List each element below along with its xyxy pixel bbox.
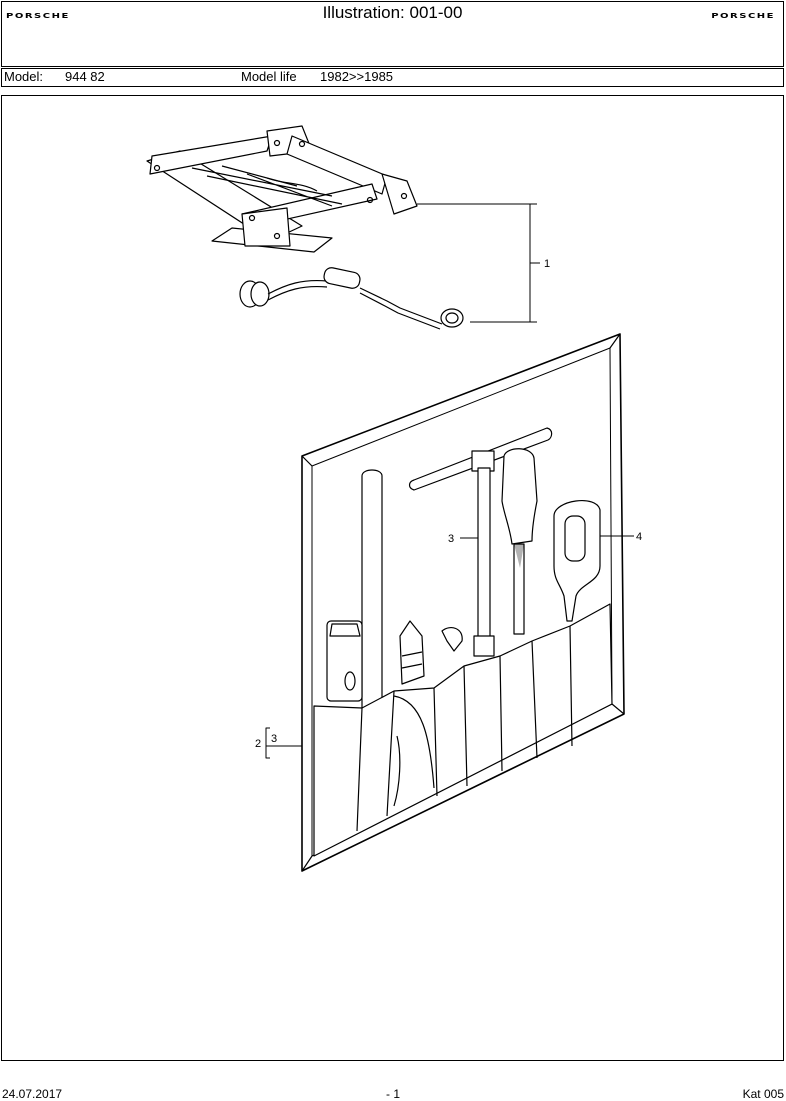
brand-logo-right: PORSCHE	[711, 12, 775, 21]
callout-3-group: 3	[271, 733, 277, 745]
tool-board-drawing	[301, 333, 625, 872]
model-life-label: Model life	[241, 69, 297, 84]
brand-logo-left: PORSCHE	[6, 12, 70, 21]
illustration-frame: 1 3 4 2 3	[1, 95, 784, 1061]
callout-4: 4	[636, 531, 642, 543]
scissor-jack-drawing	[146, 125, 418, 253]
callout-2: 2	[255, 738, 261, 750]
callout-1: 1	[544, 258, 550, 270]
page-title: Illustration: 001-00	[322, 3, 463, 22]
footer-date: 24.07.2017	[2, 1087, 63, 1101]
footer-page-number: - 1	[386, 1087, 401, 1101]
model-label: Model:	[4, 69, 44, 84]
model-bar: Model: 944 82 Model life 1982>>1985	[1, 68, 784, 87]
callout-3-t-handle: 3	[448, 533, 454, 545]
footer-catalog: Kat 005	[742, 1087, 784, 1101]
model-life-value: 1982>>1985	[320, 69, 394, 84]
jack-crank-drawing	[239, 267, 464, 330]
parts-illustration: 1 3 4 2 3	[146, 125, 642, 872]
model-value: 944 82	[65, 69, 105, 84]
header-box: PORSCHE Illustration: 001-00 PORSCHE	[1, 1, 784, 67]
